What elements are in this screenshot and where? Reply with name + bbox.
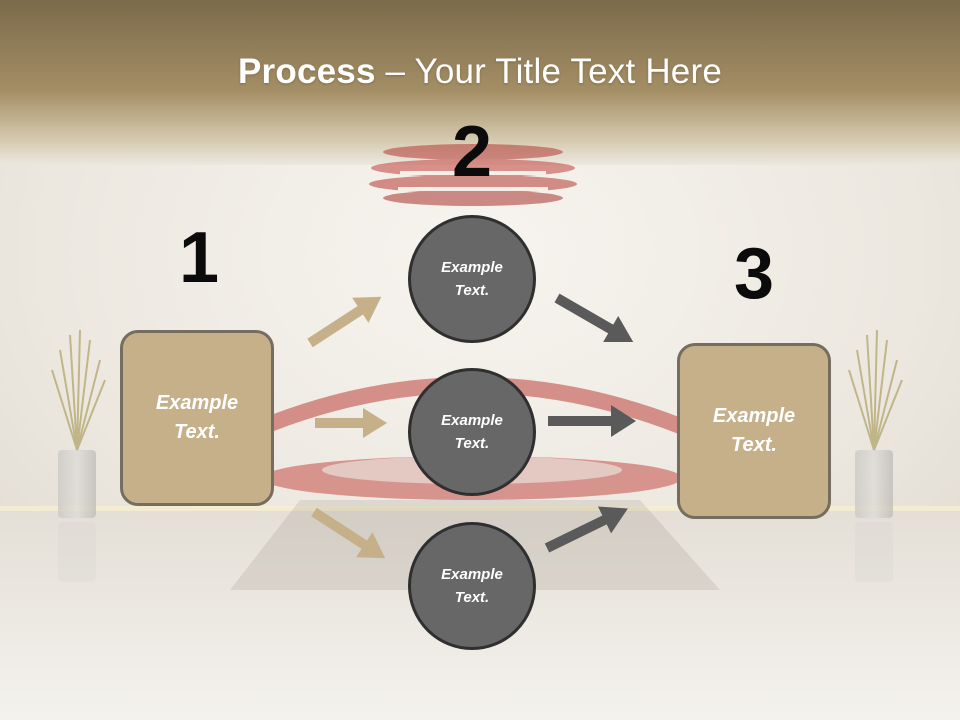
step-circle-top-text: Example Text. [441, 259, 503, 299]
step-box-1-text: Example Text. [155, 392, 239, 443]
step-circle-bottom: Example Text. [408, 522, 536, 650]
step-number-2: 2 [451, 112, 493, 192]
slide-title: Process – Your Title Text Here [0, 52, 960, 92]
arrow-right-middle [548, 405, 636, 437]
arrow-left-down [311, 507, 386, 559]
title-bold: Process [238, 52, 376, 91]
title-rest: – Your Title Text Here [375, 52, 722, 91]
arrow-left-middle [315, 408, 387, 438]
step-circle-bottom-text: Example Text. [441, 566, 503, 606]
step-circle-middle-text: Example Text. [441, 412, 503, 452]
step-number-3: 3 [733, 234, 775, 314]
step-box-1: Example Text. [120, 330, 274, 506]
arrow-left-up [307, 296, 382, 348]
step-circle-middle: Example Text. [408, 368, 536, 496]
step-circle-top: Example Text. [408, 215, 536, 343]
step-box-3-text: Example Text. [712, 405, 796, 456]
arrow-right-down [554, 293, 634, 342]
step-box-3: Example Text. [677, 343, 831, 519]
arrow-right-up [544, 506, 628, 553]
step-number-1: 1 [178, 218, 220, 298]
